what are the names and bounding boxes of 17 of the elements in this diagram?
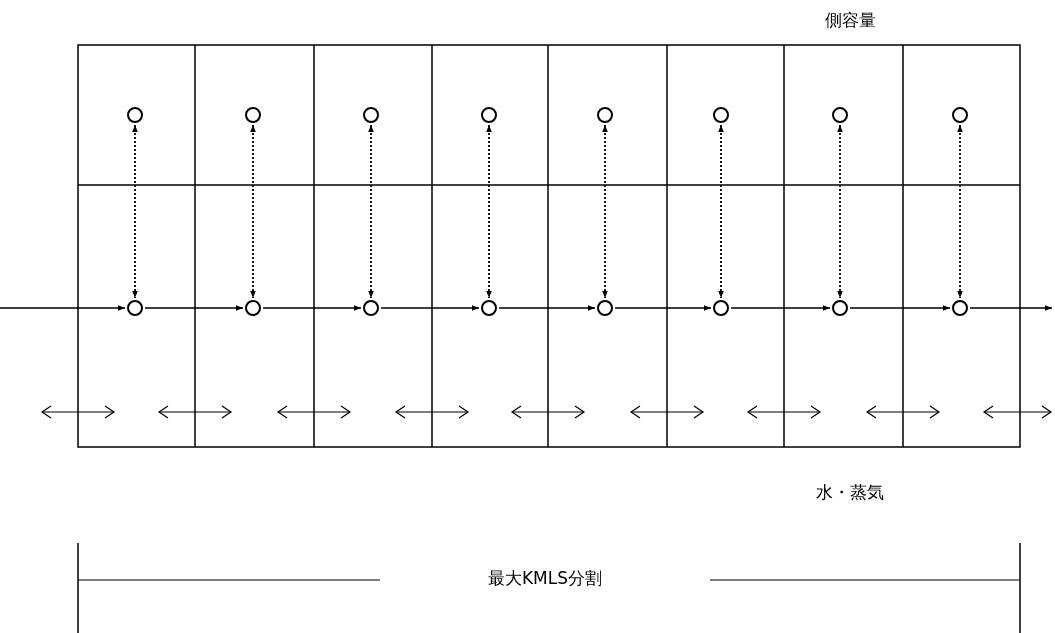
arrow <box>730 305 831 311</box>
arrow <box>380 305 480 311</box>
arrow <box>614 305 712 311</box>
arrow <box>602 124 608 299</box>
arrow <box>250 124 256 299</box>
arrow <box>837 124 843 299</box>
arrow <box>957 124 963 299</box>
arrow <box>498 305 596 311</box>
arrow <box>144 305 244 311</box>
arrow <box>969 305 1053 311</box>
arrow <box>132 124 138 299</box>
arrow <box>849 305 951 311</box>
arrow <box>262 305 362 311</box>
arrow <box>486 124 492 299</box>
arrow <box>368 124 374 299</box>
arrow <box>718 124 724 299</box>
arrow <box>0 305 126 311</box>
